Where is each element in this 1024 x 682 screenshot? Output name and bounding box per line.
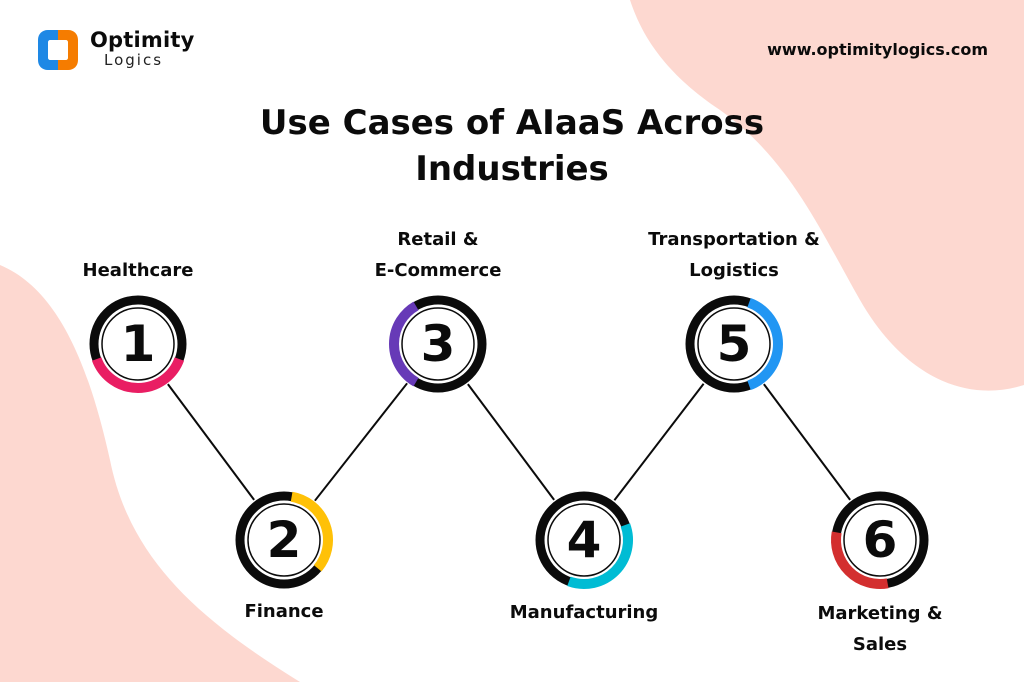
use-case-number: 5 <box>716 315 752 373</box>
brand-subname: Logics <box>104 51 164 69</box>
ring-inner <box>843 503 917 577</box>
logo-icon <box>38 30 78 70</box>
ring-accent-arc <box>91 357 185 393</box>
connector-line <box>763 383 851 501</box>
use-case-ring-4 <box>535 491 633 589</box>
ring-accent-arc <box>567 523 633 589</box>
use-case-label-line: Healthcare <box>82 260 194 281</box>
use-case-ring-6 <box>831 491 929 589</box>
ring-inner <box>547 503 621 577</box>
use-case-label-line: Sales <box>852 634 908 655</box>
connector-line <box>613 383 705 501</box>
ring-accent-arc <box>290 491 333 572</box>
use-case-ring-3 <box>389 295 487 393</box>
use-case-label: Manufacturing <box>510 597 659 628</box>
use-case-label-line: Logistics <box>689 260 779 281</box>
use-case-ring-1 <box>89 295 187 393</box>
use-case-label-line: Marketing & <box>817 603 943 624</box>
use-case-label: Marketing & Sales <box>817 598 942 660</box>
ring-inner <box>247 503 321 577</box>
brand-name: Optimity <box>90 28 195 52</box>
ring-accent-arc <box>389 301 419 387</box>
use-case-number: 1 <box>120 315 156 373</box>
ring-inner <box>401 307 475 381</box>
use-case-label: Retail & E-Commerce <box>375 224 502 286</box>
connector-line <box>167 383 255 501</box>
ring-accent-arc <box>747 297 783 391</box>
use-case-label: Transportation & Logistics <box>648 224 820 286</box>
connector-line <box>467 383 555 501</box>
use-case-ring-5 <box>685 295 783 393</box>
connector-line <box>314 382 408 502</box>
ring-accent-arc <box>831 531 889 589</box>
use-case-number: 3 <box>420 315 456 373</box>
use-case-label-line: Manufacturing <box>509 602 659 623</box>
use-case-label-line: E-Commerce <box>374 260 502 281</box>
ring-inner <box>101 307 175 381</box>
page-title: Use Cases of AIaaS Across Industries <box>259 103 765 189</box>
ring-inner <box>697 307 771 381</box>
brand-logo[interactable]: Optimity Logics <box>34 26 234 74</box>
use-case-label-line: Transportation & <box>648 229 820 250</box>
use-case-number: 2 <box>266 511 302 569</box>
top-right-blob <box>630 0 1024 391</box>
use-case-label: Healthcare <box>83 255 194 286</box>
bottom-left-blob <box>0 265 300 682</box>
use-case-ring-2 <box>235 491 333 589</box>
use-case-label-line: Retail & <box>397 229 479 250</box>
use-case-label: Finance <box>244 596 323 627</box>
use-case-number: 4 <box>566 511 602 569</box>
use-case-number: 6 <box>862 511 898 569</box>
use-case-label-line: Finance <box>244 601 324 622</box>
website-link[interactable]: www.optimitylogics.com <box>767 40 988 59</box>
